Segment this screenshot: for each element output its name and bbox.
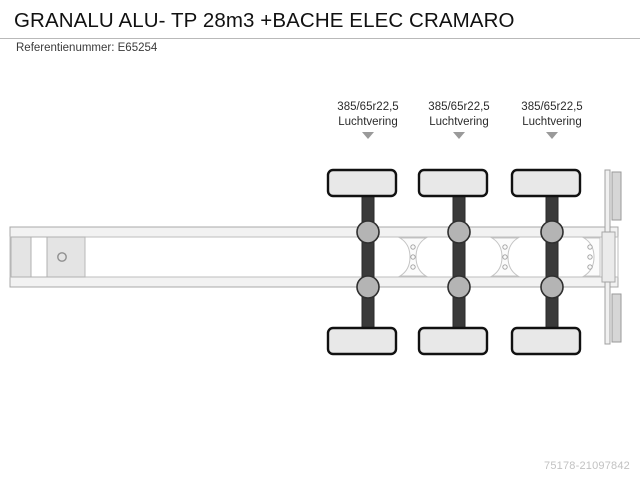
axle-2-tire-bottom <box>417 326 489 356</box>
axle-2-tire-top <box>417 168 489 198</box>
axle-3-tire-top <box>510 168 582 198</box>
cutout-hole-3b <box>587 254 593 260</box>
axle-1-suspension: Luchtvering <box>338 116 398 128</box>
chassis-upper-rail <box>9 226 619 238</box>
page-title: GRANALU ALU- TP 28m3 +BACHE ELEC CRAMARO <box>14 9 515 32</box>
chassis-web <box>9 236 619 278</box>
rear-end-assembly <box>601 169 622 345</box>
rear-bumper-post-lower <box>604 281 611 345</box>
cutout-hole-1a <box>410 244 416 250</box>
watermark-id: 75178-21097842 <box>544 460 630 472</box>
reference-number: Referentienummer: E65254 <box>16 42 158 54</box>
cutout-hole-1c <box>410 264 416 270</box>
chassis-lower-rail <box>9 276 619 288</box>
axle-3-tire-bottom <box>510 326 582 356</box>
cutout-hole-2a <box>502 244 508 250</box>
cutout-hole-3c <box>587 264 593 270</box>
axle-assembly-2 <box>417 168 489 356</box>
axle-2-hub-lower <box>447 275 471 299</box>
axle-2-hub-upper <box>447 220 471 244</box>
triangle-down-icon <box>546 132 558 139</box>
kingpin-icon <box>57 252 67 262</box>
axle-3-hub-lower <box>540 275 564 299</box>
header-divider <box>0 38 640 39</box>
rear-bumper-pad-lower <box>611 293 622 343</box>
axle-3-suspension: Luchtvering <box>522 116 582 128</box>
axle-1-hub-upper <box>356 220 380 244</box>
chassis-frame <box>9 226 619 288</box>
axle-3-tire-size: 385/65r22,5 <box>521 101 583 113</box>
axle-1-tire-bottom <box>326 326 398 356</box>
axle-assembly-1 <box>326 168 398 356</box>
trailer-diagram <box>0 62 640 462</box>
axle-2-suspension: Luchtvering <box>429 116 489 128</box>
axle-1-tire-top <box>326 168 398 198</box>
axle-1-shaft <box>361 171 375 353</box>
cutout-hole-3a <box>587 244 593 250</box>
triangle-down-icon <box>453 132 465 139</box>
axle-callout-3: 385/65r22,5 Luchtvering <box>504 100 600 139</box>
front-nose-plate <box>10 236 32 278</box>
rear-bumper-post-upper <box>604 169 611 233</box>
axle-3-hub-upper <box>540 220 564 244</box>
axle-callout-2: 385/65r22,5 Luchtvering <box>411 100 507 139</box>
axle-2-tire-size: 385/65r22,5 <box>428 101 490 113</box>
axle-callout-1: 385/65r22,5 Luchtvering <box>320 100 416 139</box>
front-neck-section <box>10 236 86 278</box>
cutout-hole-2c <box>502 264 508 270</box>
axle-3-shaft <box>545 171 559 353</box>
triangle-down-icon <box>362 132 374 139</box>
axle-1-hub-lower <box>356 275 380 299</box>
rear-crossmember <box>601 231 616 283</box>
cutout-panel-3 <box>582 237 601 277</box>
axle-assembly-3 <box>510 168 582 356</box>
axle-2-shaft <box>452 171 466 353</box>
rear-bumper-pad-upper <box>611 171 622 221</box>
cutout-hole-1b <box>410 254 416 260</box>
interaxle-cutouts <box>398 237 601 277</box>
front-gap-panel <box>30 236 48 278</box>
header: GRANALU ALU- TP 28m3 +BACHE ELEC CRAMARO… <box>0 0 640 62</box>
cutout-hole-2b <box>502 254 508 260</box>
trailer-schematic-svg <box>9 168 622 356</box>
axle-1-tire-size: 385/65r22,5 <box>337 101 399 113</box>
